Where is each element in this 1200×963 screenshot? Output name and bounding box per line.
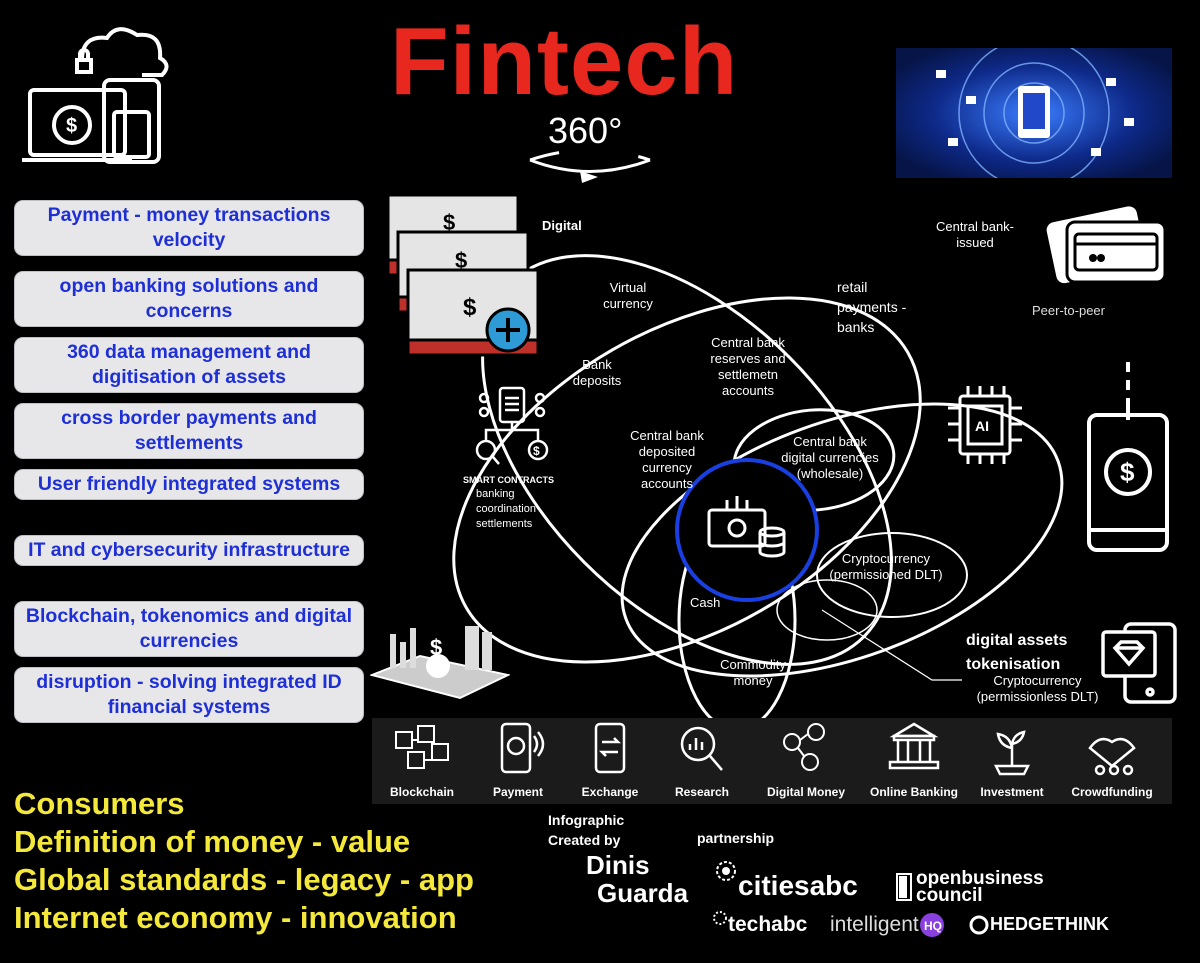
consumers-line-internet: Internet economy - innovation [14,900,457,935]
consumers-line-standards: Global standards - legacy - app [14,862,474,897]
icon-bar-crowdfunding: Crowdfunding [1062,718,1162,804]
icon-bar-payment: Payment [472,718,564,804]
icon-bar-investment: Investment [966,718,1058,804]
label-cb-deposited: Central bank deposited currency accounts [630,428,704,491]
payment-icon [500,722,545,774]
svg-text:$: $ [463,294,477,321]
online-banking-icon [888,722,940,770]
logo-hedgethink: HEDGETHINK [990,914,1110,934]
icon-bar-online-banking: Online Banking [864,718,964,804]
analytics-tablet-illustration: $ [370,626,510,700]
svg-text:$: $ [1120,457,1135,487]
author-logo-line1: Dinis [586,850,650,880]
label-crypto-permissioned: Cryptocurrency (permissioned DLT) [829,551,943,582]
digital-cash-icon [707,496,786,558]
topic-user-friendly: User friendly integrated systems [14,469,364,500]
page-title: Fintech [390,8,739,115]
icon-bar-label: Digital Money [766,785,845,799]
icon-bar-label: Blockchain [389,785,455,799]
logo-techabc: techabc [728,913,808,936]
investment-icon [993,730,1031,776]
credit-card-icon [1046,206,1167,284]
label-crypto-permissionless: Cryptocurrency (permissionless DLT) [976,673,1099,704]
smart-contracts-title: SMART CONTRACTS [463,475,554,485]
topic-open-banking: open banking solutions and concerns [14,271,364,327]
ellipse-peer-to-peer [620,402,1064,678]
devices-cloud-icon: $ [22,27,169,164]
fintech-icon-bar: Blockchain Payment Exchange Research Dig… [372,718,1172,804]
icon-bar-research: Research [656,718,748,804]
ellipse-digital [452,296,922,664]
label-peer-to-peer: Peer-to-peer [1032,303,1105,318]
topic-it-cybersecurity: IT and cybersecurity infrastructure [14,535,364,566]
label-cb-digital: Central bank digital currencies (wholesa… [781,434,879,481]
ai-chip-icon: AI [948,386,1022,464]
ellipse-crypto-permissionless [776,579,878,641]
ai-chip-label: AI [975,418,989,434]
digital-finance-banner [896,48,1172,178]
digital-money-icon [783,723,825,771]
icon-bar-blockchain: Blockchain [376,718,468,804]
logo-citiesabc: citiesabc [738,870,858,901]
center-highlight-ring [675,458,819,602]
partnership-label: partnership [697,830,775,846]
logo-intelligent: intelligent [830,913,919,936]
svg-text:$: $ [533,444,540,458]
svg-text:$: $ [66,115,77,137]
topic-disruption: disruption - solving integrated ID finan… [14,667,364,723]
logo-openbusiness-council: openbusiness council [916,868,1044,906]
rotation-arrow-icon [529,148,651,183]
techabc-star-icon [713,911,727,925]
topic-payment: Payment - money transactions velocity [14,200,364,256]
money-bills-icon: $ $ $ [386,193,540,357]
label-central-bank-issued: Central bank- issued [935,219,1015,250]
hedgethink-ring-icon [969,915,989,935]
label-digital-assets: digital assets tokenisation [966,632,1068,673]
mobile-payment-icon: $ [1087,362,1169,552]
label-retail-payments: retail payments - banks [837,279,907,335]
smart-contract-icon: $ [475,386,549,465]
label-bank-deposits: Bank deposits [572,357,622,388]
label-digital: Digital [542,218,582,233]
smart-contracts-subtitle: banking coordination settlements [476,488,536,530]
icon-bar-label: Crowdfunding [1071,785,1153,799]
research-icon [680,726,723,771]
label-virtual-currency: Virtual currency [603,280,653,311]
icon-bar-label: Exchange [581,785,639,799]
consumers-line-money: Definition of money - value [14,824,411,859]
topic-blockchain: Blockchain, tokenomics and digital curre… [14,601,364,657]
ellipse-crypto-permissioned [816,532,968,618]
svg-text:$: $ [443,210,455,235]
digital-asset-icon [1101,622,1177,704]
icon-bar-label: Investment [980,785,1044,799]
crowdfunding-icon [1088,737,1136,776]
svg-text:HQ: HQ [924,919,942,933]
icon-bar-digital-money: Digital Money [756,718,856,804]
label-commodity-money: Commodity money [720,657,786,688]
svg-text:$: $ [430,635,442,660]
consumers-heading: Consumers [14,786,185,821]
label-cb-reserves: Central bank reserves and settlemetn acc… [710,335,786,398]
topic-data-management: 360 data management and digitisation of … [14,337,364,393]
infographic-credit: Infographic Created by [548,812,625,848]
citiesabc-gear-icon [716,861,736,881]
icon-bar-label: Payment [492,785,544,799]
author-logo-line2: Guarda [597,878,689,908]
exchange-icon [594,722,626,774]
topic-cross-border: cross border payments and settlements [14,403,364,459]
svg-text:$: $ [455,248,467,273]
intelligent-hq-badge-icon: HQ [920,913,944,937]
icon-bar-label: Online Banking [869,785,958,799]
icon-bar-exchange: Exchange [564,718,656,804]
door-logo-icon [896,873,912,901]
label-cash: Cash [690,595,721,610]
page-subtitle: 360° [548,110,623,151]
money-flower-diagram [452,254,1064,720]
blockchain-icon [395,725,449,769]
icon-bar-label: Research [674,785,730,799]
